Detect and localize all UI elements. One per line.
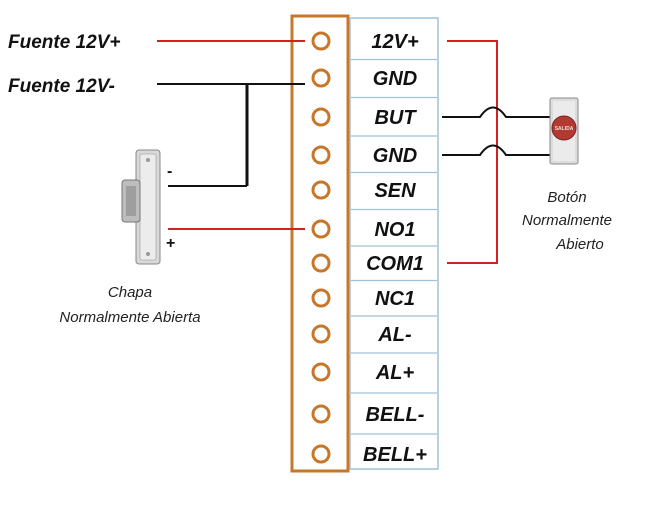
button-caption-line3: Abierto	[555, 236, 604, 253]
terminal-block	[290, 14, 350, 473]
terminal-screw	[311, 219, 331, 239]
terminal-label: 12V+	[371, 31, 419, 53]
exit-button: SALIDA	[549, 97, 579, 165]
terminal-screw	[311, 31, 331, 51]
terminal-label: AL+	[375, 362, 415, 384]
terminal-screw	[311, 288, 331, 308]
terminal-screw	[311, 68, 331, 88]
terminal-label: BELL-	[366, 404, 425, 426]
wire-button-red	[447, 40, 498, 264]
terminal-row: BELL-	[311, 392, 437, 426]
terminal-row: SEN	[311, 171, 437, 202]
terminal-screw	[311, 107, 331, 127]
button-caption-line1: Botón	[547, 189, 586, 206]
terminal-label: NO1	[374, 219, 415, 241]
lock-caption-line2: Normalmente Abierta	[59, 309, 200, 326]
terminal-row: AL+	[311, 352, 437, 384]
terminal-row: COM1	[311, 245, 437, 275]
terminal-row: GND	[311, 135, 437, 167]
terminal-label-column	[349, 17, 439, 470]
terminal-screw	[311, 145, 331, 165]
lock-minus-sign: -	[167, 163, 172, 180]
door-strike-lock	[121, 149, 161, 265]
terminal-row: BUT	[311, 96, 437, 129]
button-face-text: SALIDA	[555, 126, 574, 132]
terminal-screw	[311, 444, 331, 464]
power-negative-label: Fuente 12V-	[8, 76, 115, 97]
terminal-screw	[311, 253, 331, 273]
terminal-label: SEN	[374, 180, 416, 202]
button-caption-line2: Normalmente	[522, 212, 612, 229]
terminal-row: NC1	[311, 279, 437, 310]
terminal-label: AL-	[377, 324, 412, 346]
wire-but-black	[442, 106, 551, 118]
terminal-screw	[311, 324, 331, 344]
lock-plus-sign: +	[166, 235, 175, 252]
terminal-row: BELL+	[311, 433, 437, 466]
terminal-label: GND	[373, 145, 417, 167]
terminal-row: 12V+	[311, 31, 419, 53]
terminal-screw	[311, 404, 331, 424]
terminal-row: AL-	[311, 315, 437, 346]
terminal-screw	[311, 180, 331, 200]
terminal-screw	[311, 362, 331, 382]
terminal-label: BUT	[374, 107, 417, 129]
terminal-label: BELL+	[363, 444, 427, 466]
lock-caption-line1: Chapa	[108, 284, 152, 301]
terminal-row: GND	[311, 58, 437, 90]
wire-gnd-black	[442, 144, 551, 156]
terminal-label: GND	[373, 68, 417, 90]
terminal-label: NC1	[375, 288, 415, 310]
terminal-row: NO1	[311, 208, 437, 241]
power-positive-label: Fuente 12V+	[8, 32, 120, 53]
terminal-label: COM1	[366, 253, 424, 275]
